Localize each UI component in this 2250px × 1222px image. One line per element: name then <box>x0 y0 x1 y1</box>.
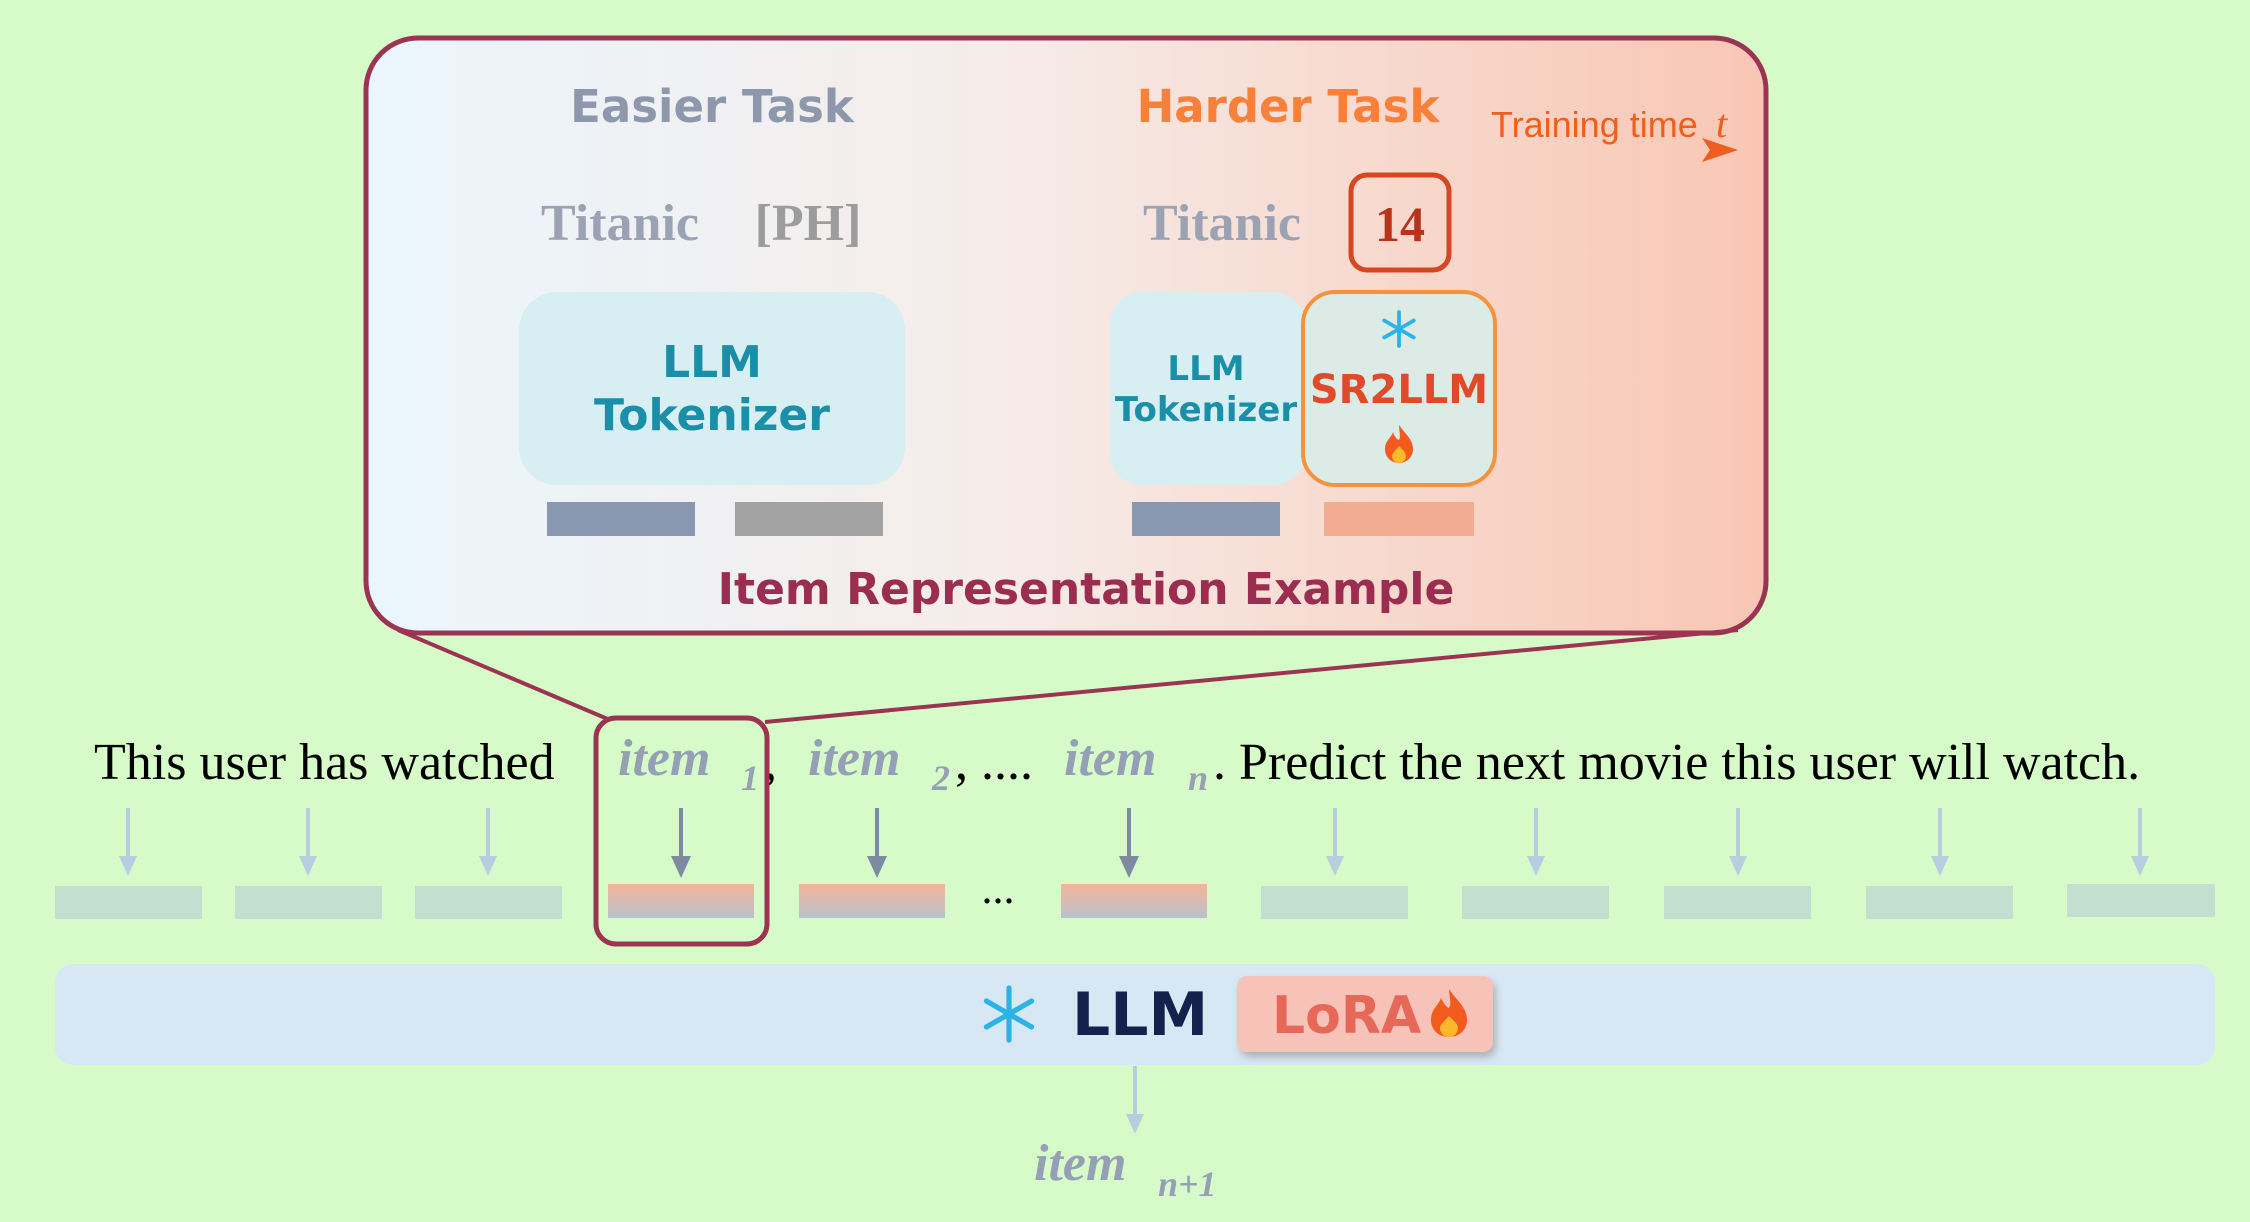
faded-token-arrows <box>119 808 2149 876</box>
tokenizer-box-left <box>519 292 905 485</box>
training-time-label: Training time <box>1491 104 1698 145</box>
item-n-subscript: n <box>1188 758 1208 798</box>
text-embedding <box>1462 886 1609 919</box>
tokenizer-left-line1: LLM <box>662 337 762 388</box>
training-time-arrow <box>408 138 1738 162</box>
item-2-word: item <box>808 730 900 787</box>
prompt-suffix: . Predict the next movie this user will … <box>1213 734 2140 791</box>
item-2-subscript: 2 <box>931 758 950 798</box>
embedding-ellipsis: ... <box>982 864 1015 913</box>
embedding-titanic-right <box>1132 502 1280 536</box>
prompt-sentence: This user has watched item 1 , item 2 , … <box>94 730 2140 798</box>
text-embedding <box>2067 884 2215 917</box>
tokenizer-box-right <box>1110 292 1305 485</box>
output-item-subscript: n+1 <box>1158 1164 1217 1204</box>
item-1-highlight-box <box>593 715 770 947</box>
ellipsis-text: , .... <box>955 734 1033 791</box>
placeholder-token: [PH] <box>755 195 862 252</box>
titanic-word-left: Titanic <box>541 195 699 252</box>
text-embedding <box>1866 886 2013 919</box>
llm-label: LLM <box>1072 980 1208 1050</box>
llm-block: LLM LoRA <box>55 964 2215 1065</box>
lora-adapter <box>1237 976 1493 1052</box>
embedding-placeholder <box>735 502 883 536</box>
text-embedding <box>1261 886 1408 919</box>
embedding-titanic-left <box>547 502 695 536</box>
panel-caption: Item Representation Example <box>718 564 1455 615</box>
item-representation-panel: Easier Task Harder Task Training time t … <box>363 35 1769 636</box>
text-embedding <box>415 886 562 919</box>
item-token-arrows <box>671 808 1139 878</box>
item-2-embedding <box>799 884 945 918</box>
text-embedding <box>1664 886 1811 919</box>
easier-task-label: Easier Task <box>570 80 855 133</box>
sr2llm-label: SR2LLM <box>1310 367 1488 413</box>
tokenizer-right-line1: LLM <box>1167 349 1244 389</box>
titanic-word-right: Titanic <box>1143 195 1301 252</box>
item-n-word: item <box>1064 730 1156 787</box>
output-item-word: item <box>1034 1135 1126 1192</box>
text-embedding <box>235 886 382 919</box>
tokenizer-right-line2: Tokenizer <box>1115 390 1298 430</box>
item-1-embedding <box>608 884 754 918</box>
fire-icon <box>1385 425 1413 463</box>
tokenizer-left-line2: Tokenizer <box>594 390 830 441</box>
llm-bar <box>55 964 2215 1065</box>
lora-label: LoRA <box>1272 986 1421 1046</box>
sr2llm-box <box>1301 290 1497 487</box>
harder-task-label: Harder Task <box>1137 80 1441 133</box>
item-1-subscript: 1 <box>741 758 759 798</box>
number-token: 14 <box>1375 196 1425 252</box>
prompt-prefix: This user has watched <box>94 734 555 791</box>
item-1-word: item <box>618 730 710 787</box>
zoom-connector <box>397 628 1739 724</box>
item-n-embedding <box>1061 884 1207 918</box>
training-time-variable: t <box>1716 101 1728 146</box>
embedding-number <box>1324 502 1474 536</box>
number-token-box <box>1348 172 1452 273</box>
output-arrow <box>1126 1066 1144 1134</box>
fire-icon <box>1431 989 1467 1037</box>
embedding-row <box>55 884 2215 919</box>
text-embedding <box>55 886 202 919</box>
